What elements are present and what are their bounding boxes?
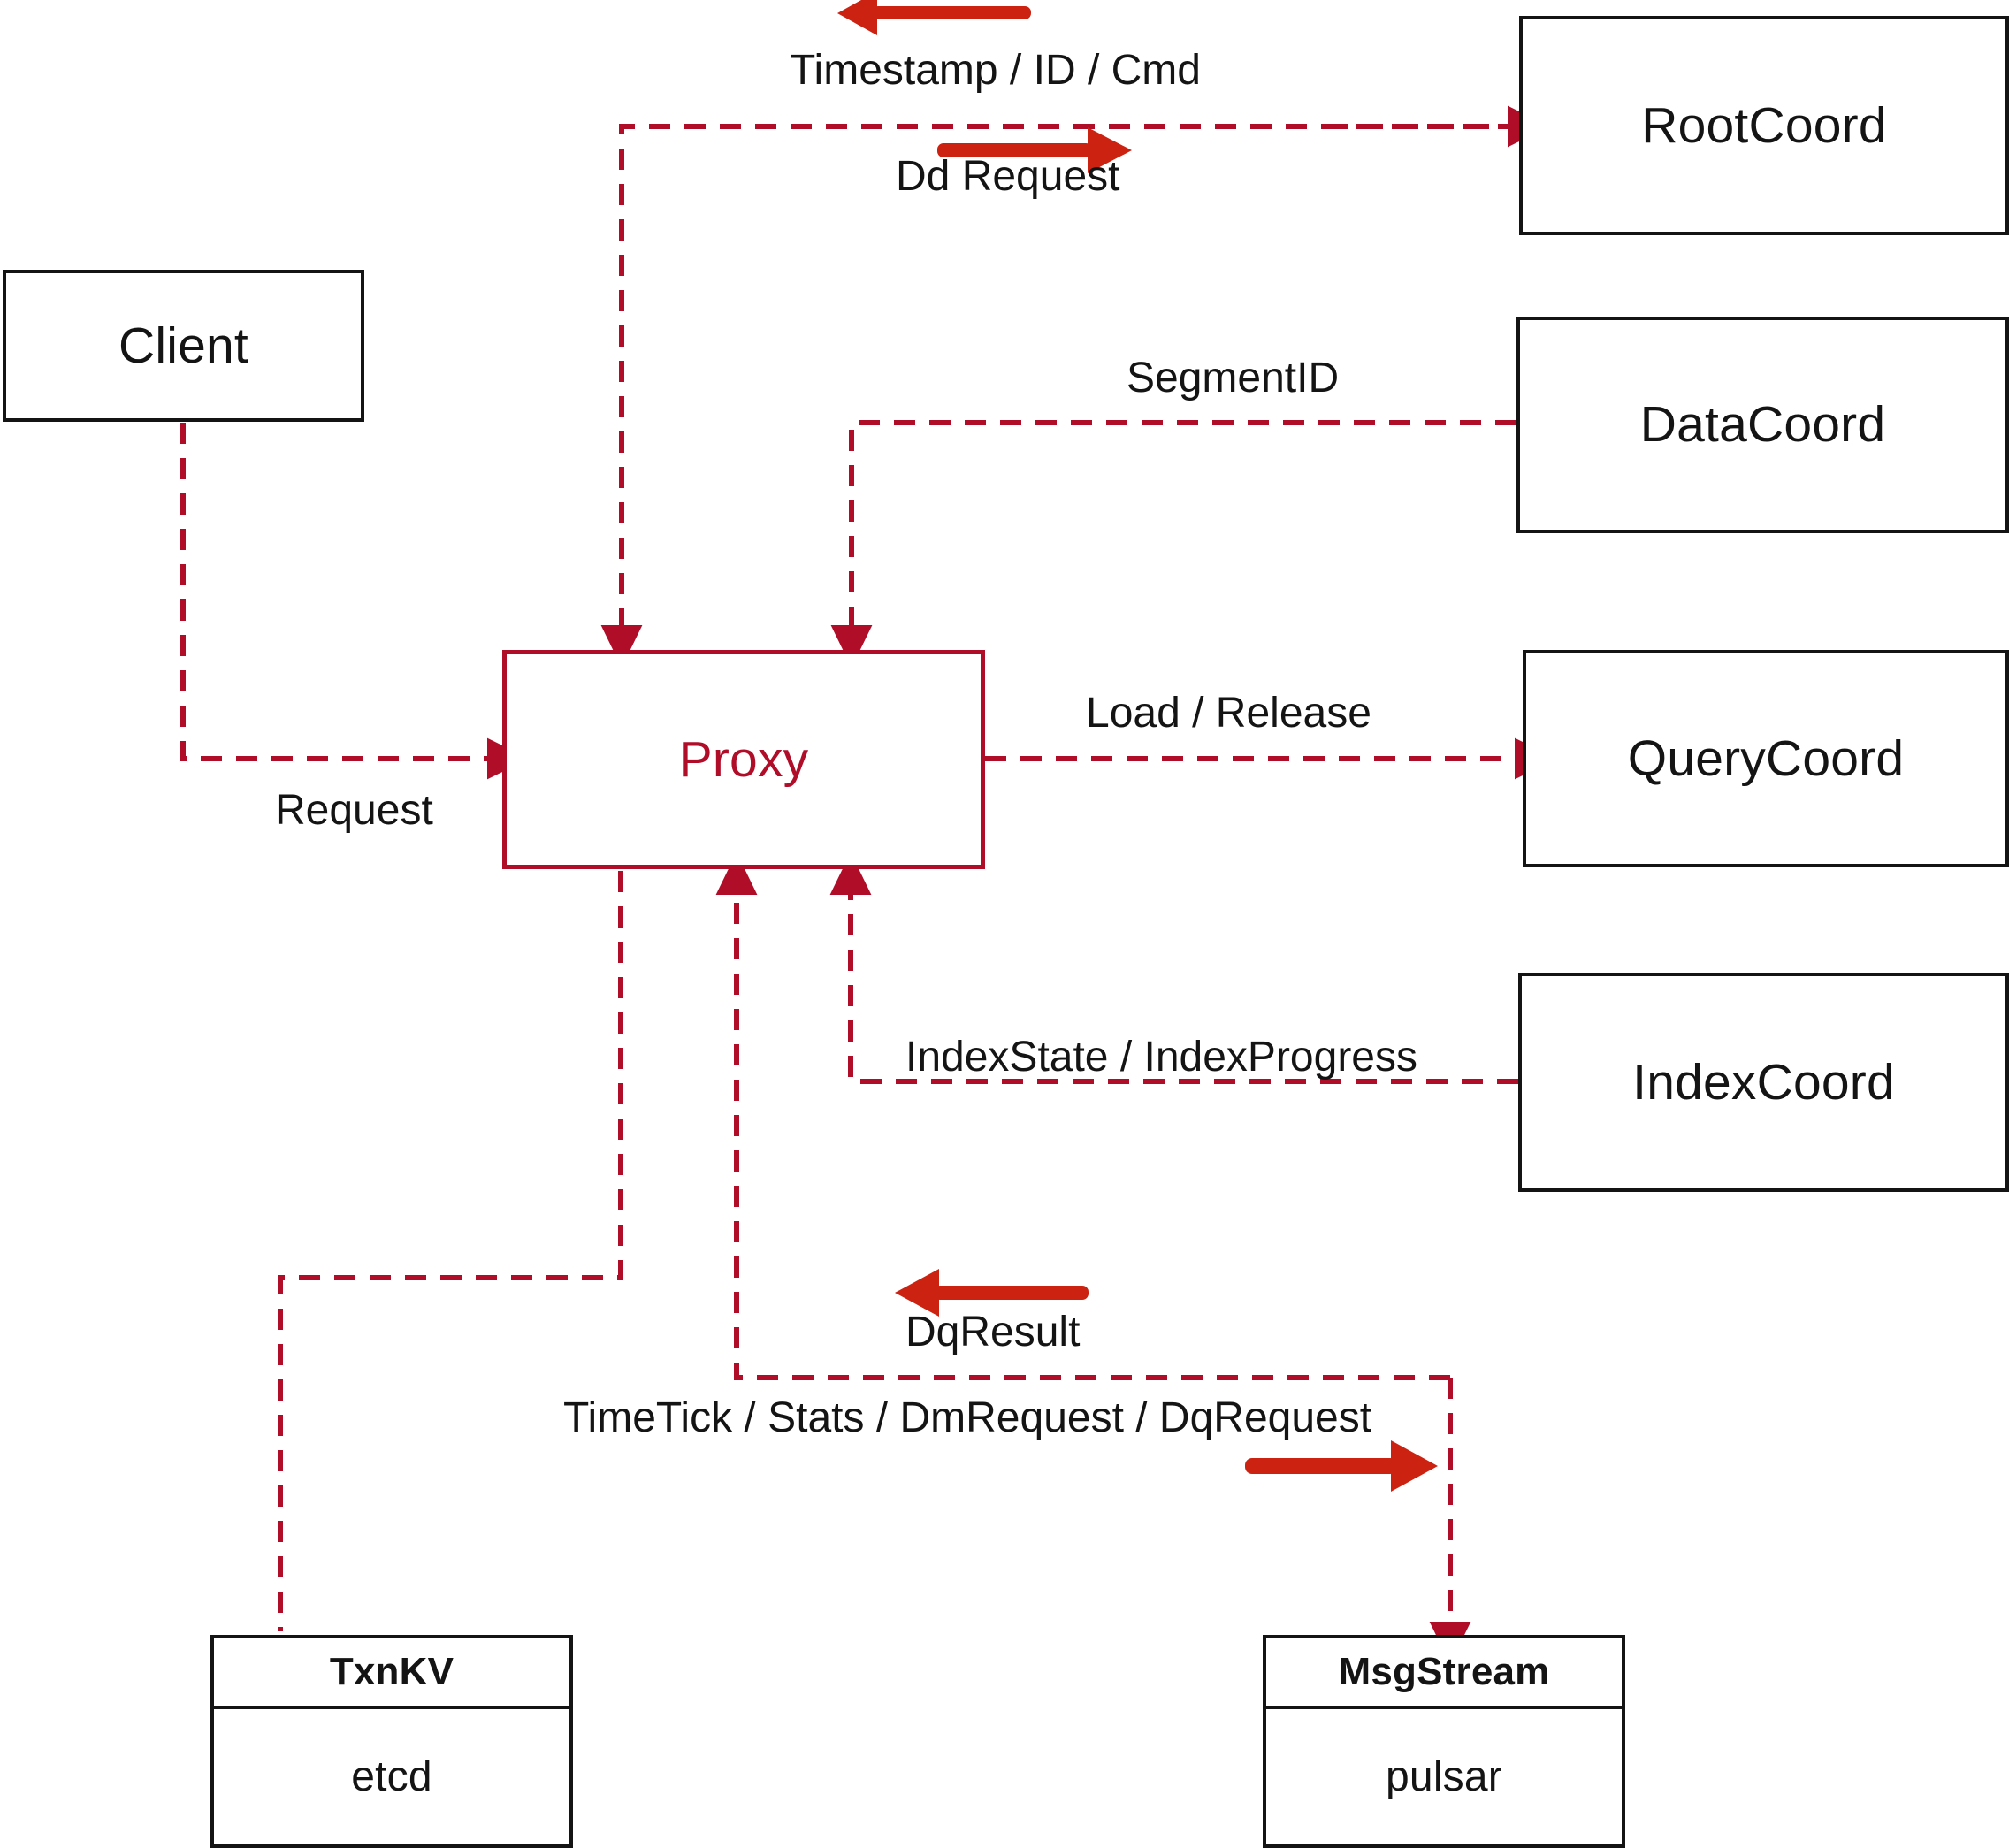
node-querycoord[interactable]: QueryCoord — [1523, 650, 2009, 867]
edge-label-dq-result: DqResult — [905, 1309, 1081, 1355]
node-datacoord[interactable]: DataCoord — [1516, 317, 2009, 533]
node-indexcoord[interactable]: IndexCoord — [1518, 973, 2009, 1192]
edge-label-request: Request — [275, 787, 433, 834]
node-client[interactable]: Client — [3, 270, 364, 422]
arrow-dd-request-right — [937, 127, 1132, 173]
edge-segmentid — [830, 420, 1516, 668]
edge-label-segmentid: SegmentID — [1127, 355, 1340, 401]
node-datacoord-label: DataCoord — [1639, 396, 1886, 453]
node-proxy[interactable]: Proxy — [502, 650, 985, 869]
node-txnkv[interactable]: TxnKV etcd — [210, 1635, 573, 1848]
annotation-arrows — [837, 0, 1438, 1492]
edge-timestamp-id-cmd — [600, 124, 1519, 668]
edge-label-index-state: IndexState / IndexProgress — [905, 1034, 1417, 1081]
node-indexcoord-label: IndexCoord — [1632, 1053, 1895, 1111]
edge-label-dd-request: Dd Request — [896, 153, 1120, 200]
arrow-dqresult-left — [895, 1269, 1089, 1317]
node-msgstream-header: MsgStream — [1266, 1638, 1622, 1709]
edge-label-timestamp-id-cmd: Timestamp / ID / Cmd — [790, 47, 1201, 94]
edge-dq-result — [715, 852, 1450, 1380]
edge-label-timetick-stats: TimeTick / Stats / DmRequest / DqRequest — [563, 1394, 1372, 1441]
arrow-timestamp-left — [837, 0, 1031, 35]
edge-txnkv-link — [278, 871, 623, 1631]
node-txnkv-header: TxnKV — [214, 1638, 569, 1709]
edge-request — [180, 423, 530, 780]
arrow-timetick-right — [1245, 1440, 1438, 1492]
edge-label-load-release: Load / Release — [1086, 690, 1371, 737]
node-msgstream-sublabel: pulsar — [1386, 1753, 1502, 1800]
node-querycoord-label: QueryCoord — [1627, 729, 1905, 787]
node-client-label: Client — [118, 317, 248, 374]
node-proxy-label: Proxy — [678, 730, 809, 788]
node-txnkv-sublabel: etcd — [351, 1753, 432, 1800]
node-rootcoord[interactable]: RootCoord — [1519, 16, 2009, 235]
edge-index-state — [829, 852, 1518, 1084]
node-txnkv-body: etcd — [214, 1709, 569, 1844]
node-msgstream[interactable]: MsgStream pulsar — [1263, 1635, 1625, 1848]
node-msgstream-label: MsgStream — [1338, 1650, 1550, 1693]
node-txnkv-label: TxnKV — [329, 1650, 455, 1693]
node-msgstream-body: pulsar — [1266, 1709, 1622, 1844]
node-rootcoord-label: RootCoord — [1641, 96, 1887, 154]
